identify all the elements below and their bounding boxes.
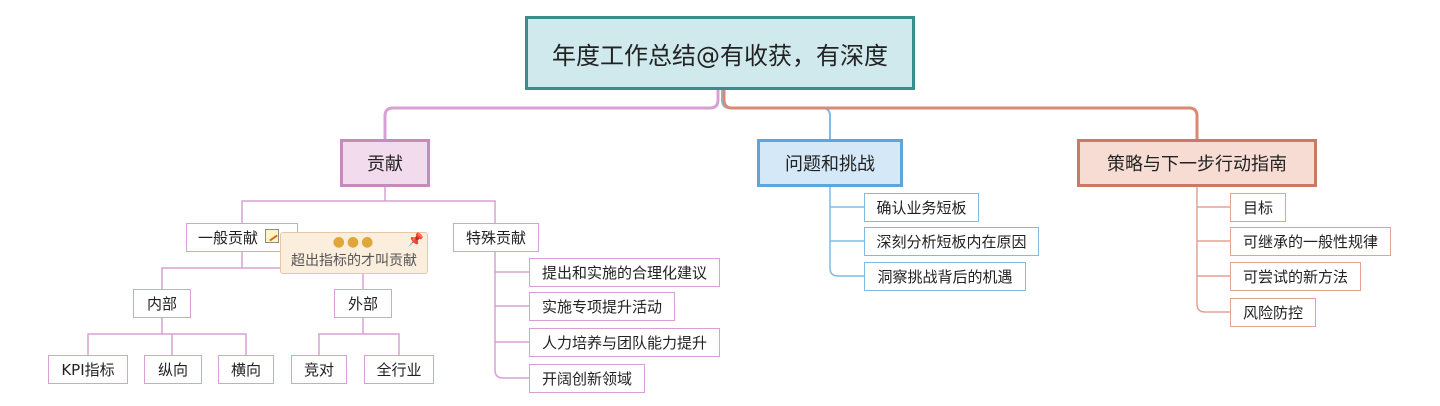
note-text: 超出指标的才叫贡献 xyxy=(291,253,417,269)
topic-rationalization-suggestions[interactable]: 提出和实施的合理化建议 xyxy=(529,258,720,287)
topic-external[interactable]: 外部 xyxy=(334,289,392,318)
topic-label: 一般贡献 xyxy=(198,229,259,247)
note-popup: ●●● 📌 超出指标的才叫贡献 xyxy=(280,232,428,274)
topic-risk-control[interactable]: 风险防控 xyxy=(1230,298,1316,327)
topic-special-contribution[interactable]: 特殊贡献 xyxy=(453,223,539,252)
branch-problems-challenges[interactable]: 问题和挑战 xyxy=(757,139,903,187)
topic-horizontal[interactable]: 横向 xyxy=(218,355,274,384)
topic-competitors[interactable]: 竞对 xyxy=(291,355,347,384)
topic-general-rules[interactable]: 可继承的一般性规律 xyxy=(1230,227,1391,256)
topic-whole-industry[interactable]: 全行业 xyxy=(364,355,434,384)
topic-general-contribution[interactable]: 一般贡献 xyxy=(186,223,298,252)
drag-handle-icon[interactable]: ●●● xyxy=(332,234,376,250)
topic-talent-development[interactable]: 人力培养与团队能力提升 xyxy=(529,328,720,357)
topic-kpi[interactable]: KPI指标 xyxy=(48,355,128,384)
root-topic[interactable]: 年度工作总结@有收获，有深度 xyxy=(525,16,915,90)
topic-opportunities[interactable]: 洞察挑战背后的机遇 xyxy=(864,262,1026,291)
pin-icon[interactable]: 📌 xyxy=(407,233,424,248)
branch-strategy-next-steps[interactable]: 策略与下一步行动指南 xyxy=(1077,139,1317,187)
topic-goals[interactable]: 目标 xyxy=(1230,193,1286,222)
topic-internal[interactable]: 内部 xyxy=(133,289,191,318)
branch-contribution[interactable]: 贡献 xyxy=(340,139,430,187)
topic-identify-weakness[interactable]: 确认业务短板 xyxy=(864,193,979,222)
topic-new-methods[interactable]: 可尝试的新方法 xyxy=(1230,262,1361,291)
topic-innovation-field[interactable]: 开阔创新领域 xyxy=(529,364,645,393)
topic-special-improvement[interactable]: 实施专项提升活动 xyxy=(529,292,675,321)
note-icon[interactable] xyxy=(265,229,279,243)
topic-vertical[interactable]: 纵向 xyxy=(144,355,202,384)
topic-analyze-causes[interactable]: 深刻分析短板内在原因 xyxy=(864,227,1039,256)
